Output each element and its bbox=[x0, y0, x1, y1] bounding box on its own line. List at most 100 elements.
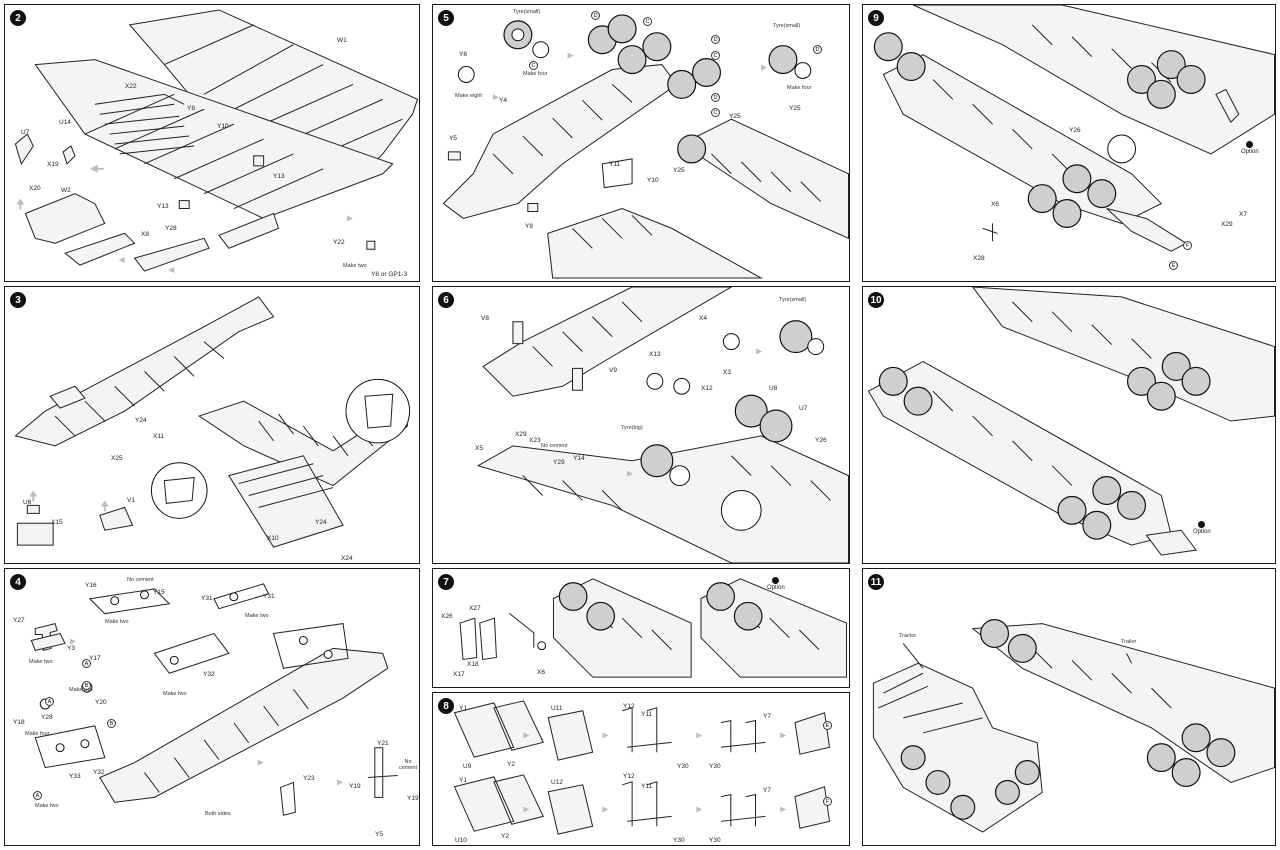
vehicle-label-tractor: Tractor bbox=[899, 633, 917, 639]
part-label: Y10 bbox=[217, 123, 229, 130]
part-label: Y17 bbox=[89, 655, 101, 662]
step-6-number: 6 bbox=[438, 292, 454, 308]
part-label: Y25 bbox=[789, 105, 801, 112]
part-label: Y13 bbox=[273, 173, 285, 180]
part-label: Y18 bbox=[13, 719, 25, 726]
part-label: X13 bbox=[649, 351, 661, 358]
part-label: Y23 bbox=[303, 775, 315, 782]
part-label: V9 bbox=[609, 367, 617, 374]
callout-b: B bbox=[82, 681, 91, 690]
part-label: V8 bbox=[481, 315, 489, 322]
step-2-illustration bbox=[5, 5, 419, 274]
part-label: Y20 bbox=[95, 699, 107, 706]
part-label: Y25 bbox=[729, 113, 741, 120]
part-label: Y2 bbox=[507, 761, 515, 768]
assembly-note: Make four bbox=[25, 731, 50, 737]
assembly-note: Both sides bbox=[205, 811, 231, 817]
part-label: U8 bbox=[769, 385, 778, 392]
part-label: Y27 bbox=[13, 617, 25, 624]
assembly-note: Make two bbox=[35, 803, 59, 809]
part-label: X28 bbox=[973, 255, 985, 262]
assembly-note: Make two bbox=[163, 691, 187, 697]
step-2-panel: 2 W1 X22 U14 Y8 Y10 U7 X19 X20 W2 Y13 Y1… bbox=[4, 4, 420, 282]
part-label: Y24 bbox=[135, 417, 147, 424]
assembly-note: Tyre(small) bbox=[773, 23, 801, 29]
step-6-panel: 6 V8 X4 V9 X13 X12 X3 U8 U7 X5 X29 X23 Y… bbox=[432, 286, 850, 564]
part-label: Y7 bbox=[763, 787, 771, 794]
part-label: Y30 bbox=[673, 837, 685, 844]
part-label: X17 bbox=[453, 671, 465, 678]
part-label: U7 bbox=[799, 405, 808, 412]
step-10-panel: 10 Option bbox=[862, 286, 1276, 564]
step-9-number: 9 bbox=[868, 10, 884, 26]
callout-d: D bbox=[813, 45, 822, 54]
callout-d: D bbox=[591, 11, 600, 20]
assembly-note: Make four bbox=[787, 85, 812, 91]
step-7-number: 7 bbox=[438, 574, 454, 590]
callout-c: C bbox=[643, 17, 652, 26]
part-label: Y15 bbox=[153, 589, 165, 596]
part-label: X20 bbox=[29, 185, 41, 192]
step-5-panel: 5 Y6 Y4 Y5 Y25 Y25 Y11 Y10 Y25 Y8 Tyre(s… bbox=[432, 4, 850, 282]
step-9-panel: 9 Y26 X6 X28 X7 X29 Option F E bbox=[862, 4, 1276, 282]
part-label: X19 bbox=[47, 161, 59, 168]
step-4-number: 4 bbox=[10, 574, 26, 590]
part-label: Y21 bbox=[377, 740, 389, 747]
part-label: X11 bbox=[153, 433, 165, 440]
part-label: Y10 bbox=[647, 177, 659, 184]
assembly-note: Tyre(big) bbox=[621, 425, 643, 431]
step-5-illustration bbox=[433, 5, 849, 281]
assembly-note: No cement bbox=[398, 759, 418, 772]
part-label: Y6 bbox=[459, 51, 467, 58]
part-label: V1 bbox=[127, 497, 135, 504]
assembly-note: Y8 or GP1-3 bbox=[371, 271, 408, 278]
assembly-note: Tyre(small) bbox=[779, 297, 807, 303]
step-10-illustration bbox=[863, 287, 1275, 563]
callout-a: A bbox=[82, 659, 91, 668]
part-label: Y28 bbox=[41, 714, 53, 721]
part-label: Y8 bbox=[187, 105, 195, 112]
part-label: X27 bbox=[469, 605, 481, 612]
part-label: Y19 bbox=[407, 795, 419, 802]
part-label: U10 bbox=[455, 837, 467, 844]
step-7-illustration bbox=[433, 569, 849, 687]
step-8-illustration bbox=[433, 693, 849, 845]
part-label: X29 bbox=[515, 431, 527, 438]
vehicle-label-trailer: Trailer bbox=[1121, 639, 1137, 645]
part-label: Y26 bbox=[1069, 127, 1081, 134]
part-label: X12 bbox=[701, 385, 713, 392]
part-label: Y19 bbox=[349, 783, 361, 790]
part-label: X6 bbox=[991, 201, 999, 208]
part-label: Y31 bbox=[201, 595, 213, 602]
part-label: Y7 bbox=[763, 713, 771, 720]
part-label: Y12 bbox=[623, 773, 635, 780]
assembly-note: Make two bbox=[105, 619, 129, 625]
part-label: X22 bbox=[125, 83, 137, 90]
part-label: Y11 bbox=[641, 711, 653, 718]
part-label: U9 bbox=[463, 763, 472, 770]
callout-a: A bbox=[45, 697, 54, 706]
option-label: Option bbox=[1241, 141, 1259, 155]
part-label: X24 bbox=[341, 555, 353, 562]
part-label: Y12 bbox=[623, 703, 635, 710]
step-11-number: 11 bbox=[868, 574, 884, 590]
part-label: Y28 bbox=[165, 225, 177, 232]
assembly-note: No cement bbox=[127, 577, 154, 583]
step-3-illustration bbox=[5, 287, 419, 563]
part-label: X25 bbox=[111, 455, 123, 462]
step-8-number: 8 bbox=[438, 698, 454, 714]
part-label: Y13 bbox=[157, 203, 169, 210]
part-label: U7 bbox=[21, 129, 30, 136]
callout-c: C bbox=[711, 108, 720, 117]
step-9-illustration bbox=[863, 5, 1275, 281]
callout-d: D bbox=[711, 93, 720, 102]
assembly-note: Make two bbox=[343, 263, 367, 269]
part-label: Y5 bbox=[449, 135, 457, 142]
part-label: X15 bbox=[51, 519, 63, 526]
part-label: Y25 bbox=[673, 167, 685, 174]
part-label: U12 bbox=[551, 779, 563, 786]
part-label: U14 bbox=[59, 119, 71, 126]
part-label: X10 bbox=[267, 535, 279, 542]
step-2-number: 2 bbox=[10, 10, 26, 26]
step-4-panel: 4 Y16 Y15 Y31 Y31 Y27 Y3 Y17 Y20 Y32 Y18… bbox=[4, 568, 420, 846]
